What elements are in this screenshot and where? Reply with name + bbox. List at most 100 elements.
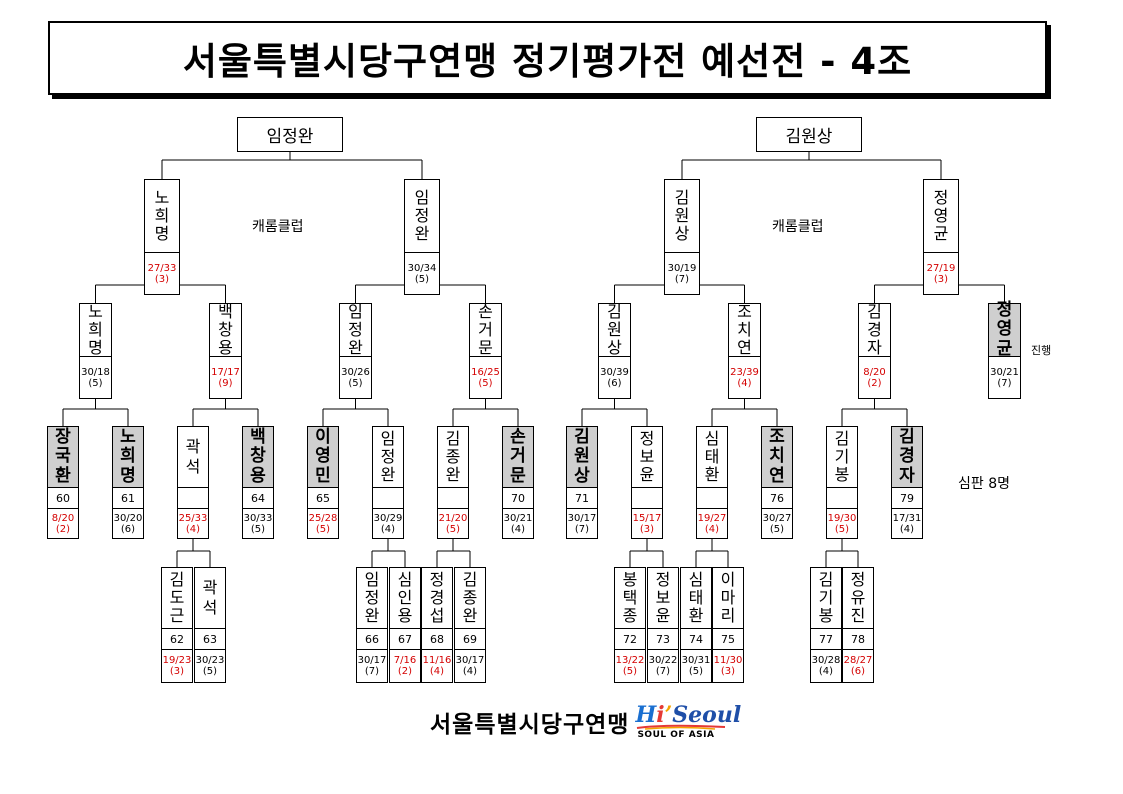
player-score: 30/33(5)	[243, 508, 273, 538]
player-score: 30/31(5)	[681, 649, 711, 682]
match-number: 73	[648, 628, 678, 649]
match-number: 67	[390, 628, 420, 649]
score-value: 30/17	[357, 655, 387, 666]
score-rank: (2)	[55, 523, 71, 535]
score-value: 30/17	[567, 512, 597, 524]
referee-label: 심판 8명	[958, 476, 1010, 492]
player-score: 15/17(3)	[632, 508, 662, 538]
score-rank: (3)	[169, 666, 185, 677]
match-number	[632, 487, 662, 508]
champion-box-right[interactable]: 김원상	[756, 117, 862, 152]
match-number: 66	[357, 628, 387, 649]
score-rank: (9)	[218, 377, 233, 389]
club-label-right: 캐롬클럽	[772, 219, 824, 235]
score-rank: (4)	[429, 666, 445, 677]
score-value: 30/18	[81, 366, 110, 378]
match-number	[697, 487, 727, 508]
score-rank: (4)	[818, 666, 834, 677]
score-rank: (5)	[445, 523, 461, 535]
score-value: 13/22	[615, 655, 645, 666]
match-number: 78	[843, 628, 873, 649]
score-value: 30/21	[990, 366, 1019, 378]
player-score: 23/39(4)	[729, 356, 760, 398]
score-value: 17/31	[892, 512, 922, 524]
page-title: 서울특별시당구연맹 정기평가전 예선전 - 4조	[182, 40, 913, 83]
player-score: 30/17(7)	[567, 508, 597, 538]
hi-seoul-logo: Hi’Seoul SOUL OF ASIA	[635, 702, 742, 740]
score-value: 30/33	[243, 512, 273, 524]
score-rank: (2)	[397, 666, 413, 677]
score-rank: (5)	[834, 523, 850, 535]
player-score: 30/28(4)	[811, 649, 841, 682]
match-number: 69	[455, 628, 485, 649]
match-number: 68	[422, 628, 452, 649]
champion-box-left[interactable]: 임정완	[237, 117, 343, 152]
score-rank: (5)	[250, 523, 266, 535]
score-value: 30/20	[113, 512, 143, 524]
player-score: 16/25(5)	[470, 356, 501, 398]
score-rank: (6)	[850, 666, 866, 677]
match-number: 75	[713, 628, 743, 649]
score-rank: (4)	[737, 377, 752, 389]
score-rank: (4)	[380, 523, 396, 535]
score-value: 8/20	[863, 366, 886, 378]
player-score: 27/19(3)	[924, 252, 958, 294]
score-value: 27/19	[926, 262, 956, 274]
score-value: 30/34	[407, 262, 437, 274]
score-rank: (5)	[769, 523, 785, 535]
match-number	[827, 487, 857, 508]
match-number: 74	[681, 628, 711, 649]
player-score: 8/20(2)	[859, 356, 890, 398]
score-rank: (3)	[720, 666, 736, 677]
